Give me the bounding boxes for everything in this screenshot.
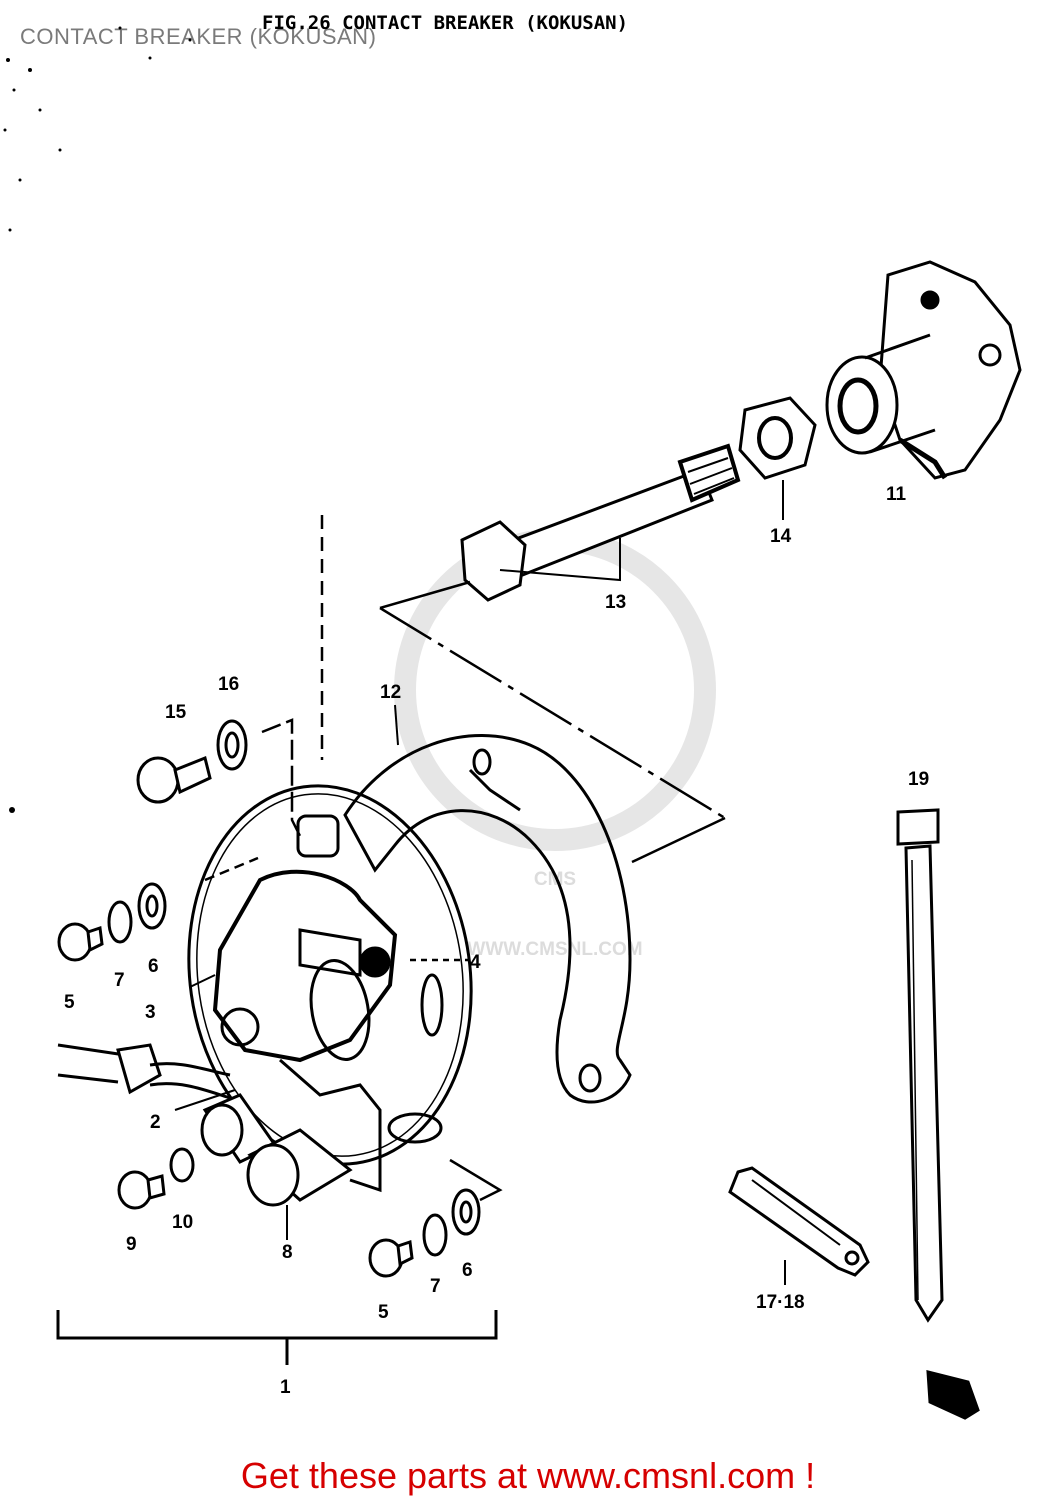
part-11-breaker-housing: [825, 260, 1022, 480]
part-17-18-bracket: [728, 1166, 870, 1277]
footer-shop-link[interactable]: Get these parts at www.cmsnl.com !: [240, 1455, 816, 1496]
callout-2: 2: [150, 1112, 161, 1133]
part-6-washer-b: [451, 1188, 481, 1236]
callout-6a: 6: [148, 956, 159, 977]
part-7-washer-a: [107, 900, 133, 944]
part-12-cover: [343, 734, 632, 1104]
callout-14: 14: [770, 526, 792, 547]
callout-9: 9: [126, 1234, 137, 1255]
callout-leaders: [174, 480, 786, 1285]
callout-7b: 7: [430, 1276, 441, 1297]
watermark: CMS WWW.CMSNL.COM: [394, 529, 716, 960]
callout-5b: 5: [378, 1302, 389, 1323]
base-plate-assembly: [187, 784, 473, 1193]
callout-16: 16: [218, 674, 239, 695]
part-19-cable-tie: [896, 808, 980, 1420]
callout-19: 19: [908, 769, 929, 790]
callout-6b: 6: [462, 1260, 473, 1281]
watermark-url: WWW.CMSNL.COM: [467, 939, 642, 960]
page-title: CONTACT BREAKER (KOKUSAN): [20, 24, 377, 49]
lead-wire: [57, 1043, 231, 1100]
part-8-condenser: [200, 1093, 353, 1207]
callout-17-18: 17·18: [756, 1292, 805, 1313]
part-1-group-bracket: [56, 1310, 498, 1365]
callout-1: 1: [280, 1377, 291, 1398]
part-13-bolt: [460, 443, 741, 602]
callout-12: 12: [380, 682, 401, 703]
callout-8: 8: [282, 1242, 293, 1263]
part-9-screw: [117, 1170, 166, 1210]
callout-10: 10: [172, 1212, 193, 1233]
part-14-nut: [738, 396, 817, 480]
part-10-washer: [169, 1147, 195, 1183]
part-7-washer-b: [422, 1213, 448, 1257]
part-6-washer-a: [137, 882, 167, 930]
callout-7a: 7: [114, 970, 125, 991]
scan-speckle: [3, 26, 192, 813]
watermark-logo-text: CMS: [534, 869, 576, 890]
callout-4: 4: [470, 952, 481, 973]
part-15-screw: [136, 755, 212, 804]
guide-lines: [204, 515, 726, 1202]
figure-heading: FIG.26 CONTACT BREAKER (KOKUSAN): [262, 12, 629, 34]
callout-3: 3: [145, 1002, 156, 1023]
callout-11: 11: [886, 484, 907, 505]
callout-15: 15: [165, 702, 187, 723]
part-16-washer: [216, 719, 248, 771]
part-5-screw-a: [57, 922, 104, 962]
callout-13: 13: [605, 592, 626, 613]
part-5-screw-b: [368, 1238, 414, 1278]
callout-5a: 5: [64, 992, 75, 1013]
